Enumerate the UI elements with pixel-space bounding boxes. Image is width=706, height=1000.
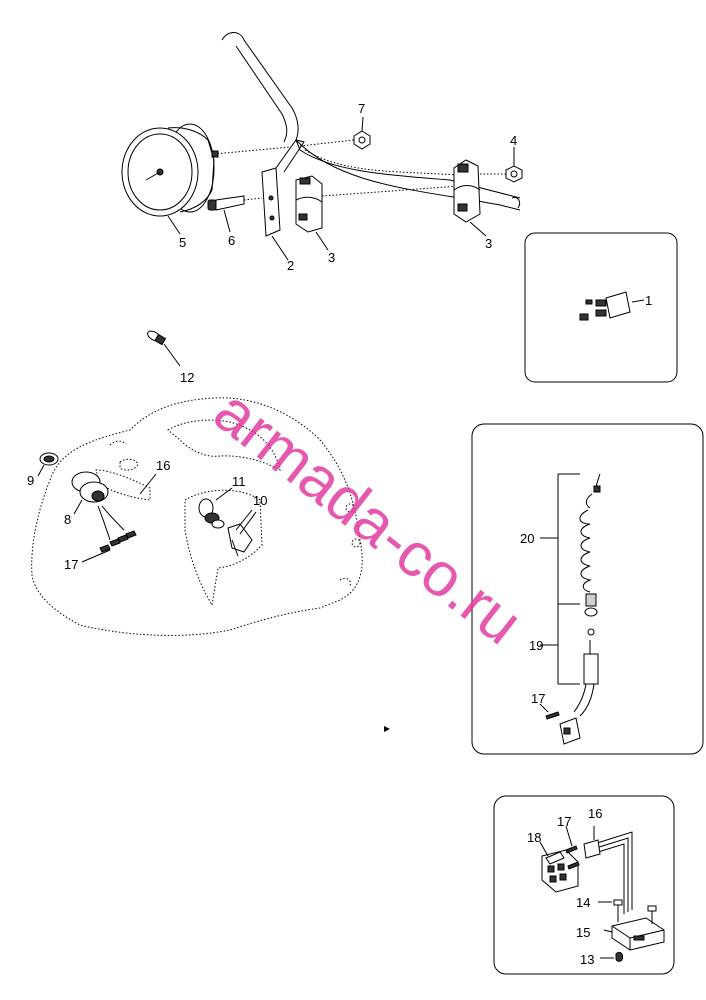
leader-18 [539, 841, 549, 857]
wire-harness-16 [583, 831, 633, 914]
leaders-upper [167, 209, 487, 261]
callout-1: 1 [645, 293, 652, 308]
callout-10: 10 [253, 493, 267, 508]
inset-box-part-1 [524, 232, 678, 383]
callout-13: 13 [580, 952, 594, 967]
inset-box-harness [471, 423, 704, 755]
callout-2: 2 [287, 258, 294, 273]
bracket-lines-20-19 [540, 473, 580, 685]
callout-12: 12 [180, 370, 194, 385]
terminal-17-right [539, 703, 560, 720]
nut-7 [299, 116, 371, 150]
bolt-6 [207, 195, 263, 211]
callout-6: 6 [228, 233, 235, 248]
handlebar [221, 32, 521, 211]
callout-7: 7 [358, 101, 365, 116]
callout-9: 9 [27, 473, 34, 488]
callout-5: 5 [179, 235, 186, 250]
grommet-13 [600, 951, 623, 962]
switch-8 [71, 471, 125, 541]
regulator-15 [603, 917, 665, 951]
callout-3-left: 3 [328, 250, 335, 265]
callout-labels: 7 4 5 6 2 3 3 1 12 9 16 11 10 8 17 20 19… [27, 101, 652, 967]
clamp-3-left [295, 175, 461, 233]
callout-15: 15 [576, 925, 590, 940]
terminals-17-regulator [565, 825, 580, 870]
leader-16-left [139, 473, 157, 495]
watermark: armada-co.ru [201, 377, 534, 658]
screws-14 [598, 899, 657, 924]
harness-19 [559, 640, 599, 745]
nut-4 [480, 147, 523, 183]
callout-16-regulator: 16 [588, 806, 602, 821]
callout-17-dashboard: 17 [64, 557, 78, 572]
lamp-socket-10-11 [198, 487, 257, 557]
terminals-17-left [81, 530, 137, 563]
callout-20: 20 [520, 531, 534, 546]
callout-3-right: 3 [485, 236, 492, 251]
small-arrow-marker [384, 726, 390, 732]
callout-17-harness: 17 [531, 691, 545, 706]
callout-19: 19 [529, 638, 543, 653]
callout-14: 14 [576, 895, 590, 910]
connector-18 [541, 849, 579, 893]
clamp-3-right [453, 159, 481, 223]
callout-17-regulator: 17 [557, 814, 571, 829]
speedometer-gauge [121, 123, 291, 217]
bulb-12 [147, 330, 181, 367]
callout-18: 18 [527, 830, 541, 845]
callout-16-dashboard: 16 [156, 458, 170, 473]
callout-11: 11 [232, 474, 246, 489]
coil-cord-20 [579, 473, 601, 636]
callout-4: 4 [510, 133, 517, 148]
connector-1 [579, 291, 645, 321]
grommet-9 [37, 452, 59, 477]
callout-8: 8 [64, 512, 71, 527]
dashboard-outline [31, 397, 363, 636]
inset-box-regulator [493, 795, 675, 975]
bracket-2 [261, 139, 305, 237]
